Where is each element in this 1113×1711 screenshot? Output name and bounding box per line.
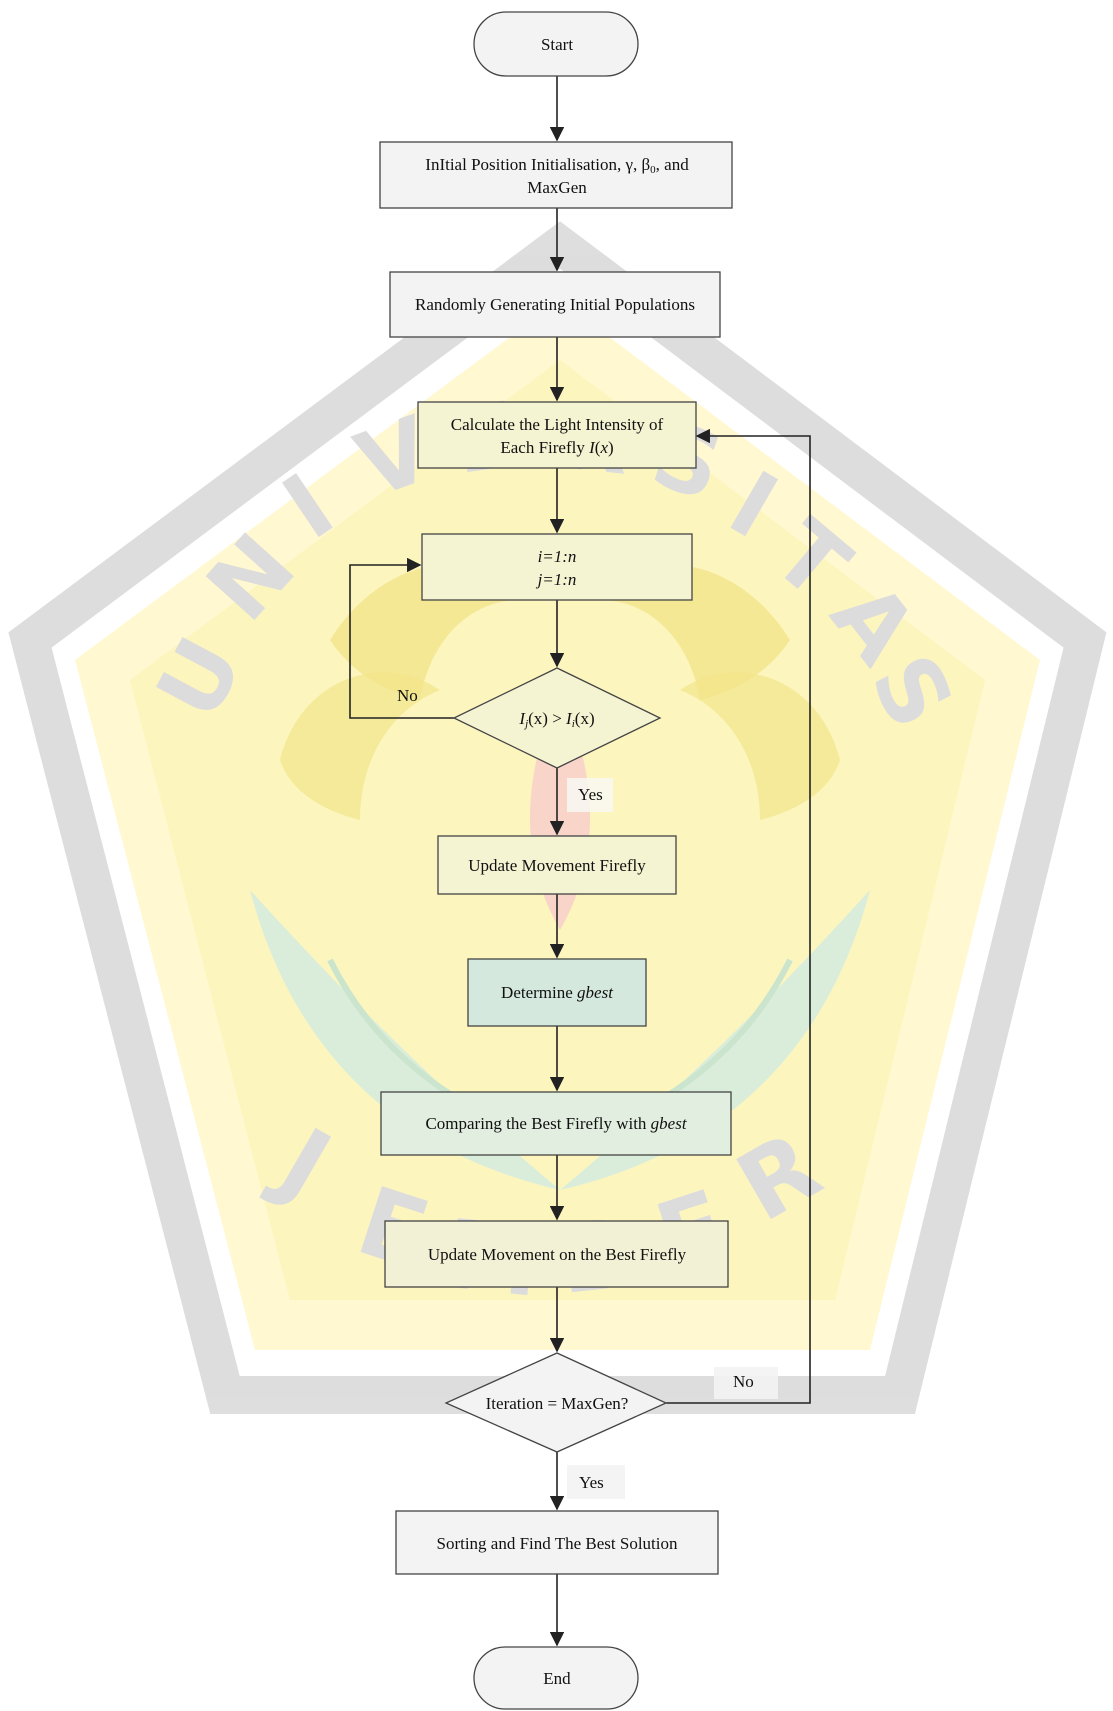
init-text-sub: 0 — [650, 164, 656, 176]
no-label-outer: No — [733, 1372, 754, 1391]
compare-text-b: gbest — [651, 1114, 688, 1133]
calc-label-line1: Calculate the Light Intensity of — [451, 415, 664, 434]
update-movement-box: Update Movement Firefly — [437, 835, 677, 895]
end-label: End — [543, 1669, 571, 1688]
calc-process-box: Calculate the Light Intensity of Each Fi… — [417, 401, 697, 469]
iteration-decision: Iteration = MaxGen? — [444, 1352, 668, 1453]
sorting-box: Sorting and Find The Best Solution — [395, 1510, 719, 1575]
compare-best-box: Comparing the Best Firefly with gbest — [380, 1091, 732, 1156]
decision-s1: j — [523, 718, 528, 730]
decision-s2: i — [572, 718, 575, 730]
determine-text-b: gbest — [577, 983, 614, 1002]
yes-label-inner-bg — [567, 778, 613, 812]
generate-process-box: Randomly Generating Initial Populations — [389, 271, 721, 338]
init-process-box: InItial Position Initialisation, γ, β0, … — [379, 141, 733, 209]
calc-text-d: x — [599, 438, 608, 457]
start-label: Start — [541, 35, 573, 54]
iteration-decision-label: Iteration = MaxGen? — [486, 1394, 629, 1413]
init-label-line2: MaxGen — [527, 178, 587, 197]
loop-back-arrow — [349, 557, 454, 719]
calc-text-c: ( — [595, 438, 601, 457]
loop-j-label: j=1:n — [536, 570, 577, 589]
determine-gbest-label: Determine gbest — [501, 983, 614, 1002]
update-best-label: Update Movement on the Best Firefly — [428, 1245, 687, 1264]
init-text-a: InItial Position Initialisation, γ, β — [425, 155, 650, 174]
start-terminal: Start — [473, 11, 639, 77]
decision-p1: (x) > — [528, 709, 566, 728]
calc-text-b: I — [588, 438, 596, 457]
decision-I2: I — [565, 709, 573, 728]
intensity-decision-label: Ij(x) > Ii(x) — [518, 709, 594, 730]
iteration-loop-arrow — [666, 428, 811, 1404]
init-text-end: , and — [656, 155, 690, 174]
no-label-outer-bg — [714, 1367, 778, 1399]
update-best-box: Update Movement on the Best Firefly — [384, 1220, 729, 1288]
determine-gbest-box: Determine gbest — [467, 958, 647, 1027]
loop-process-box: i=1:n j=1:n — [421, 533, 693, 601]
calc-text-e: ) — [608, 438, 614, 457]
compare-text-a: Comparing the Best Firefly with — [425, 1114, 650, 1133]
init-label-line1: InItial Position Initialisation, γ, β0, … — [425, 155, 689, 176]
sorting-label: Sorting and Find The Best Solution — [436, 1534, 678, 1553]
connectors — [349, 76, 811, 1647]
calc-text-a: Each Firefly — [500, 438, 589, 457]
yes-label-inner: Yes — [578, 785, 603, 804]
decision-I1: I — [518, 709, 526, 728]
determine-text-a: Determine — [501, 983, 577, 1002]
intensity-decision: Ij(x) > Ii(x) — [452, 667, 662, 769]
calc-label-line2: Each Firefly I(x) — [500, 438, 613, 457]
compare-best-label: Comparing the Best Firefly with gbest — [425, 1114, 687, 1133]
update-movement-label: Update Movement Firefly — [468, 856, 646, 875]
end-terminal: End — [473, 1646, 639, 1710]
yes-label-outer: Yes — [579, 1473, 604, 1492]
loop-i-label: i=1:n — [538, 547, 577, 566]
yes-label-outer-bg — [567, 1465, 625, 1499]
generate-label: Randomly Generating Initial Populations — [415, 295, 695, 314]
decision-p2: (x) — [575, 709, 595, 728]
no-label-inner: No — [397, 686, 418, 705]
